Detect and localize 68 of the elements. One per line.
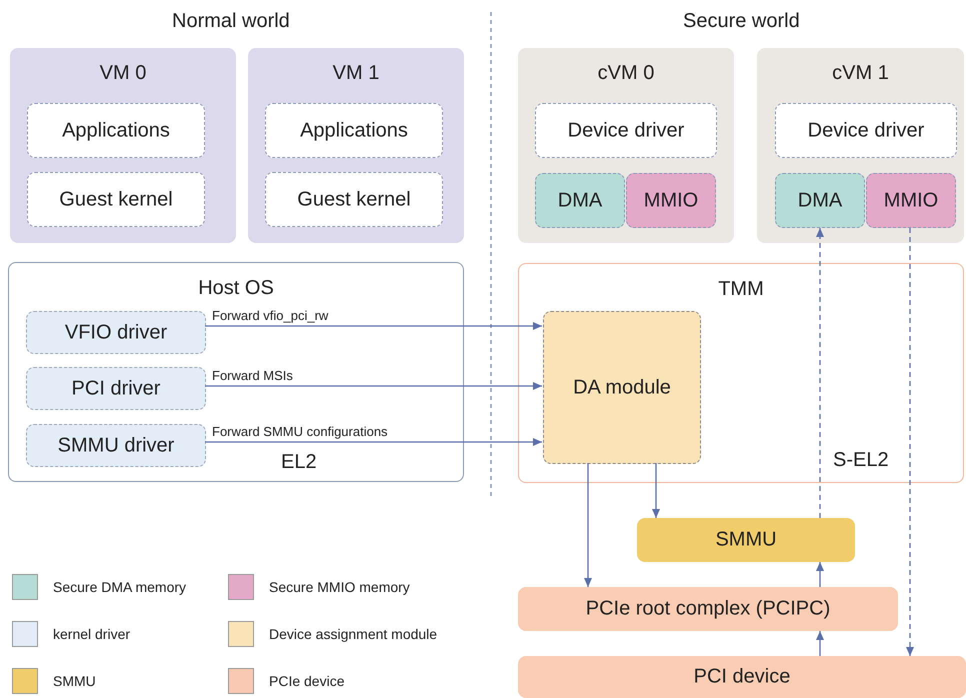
vm-panel (10, 48, 236, 243)
driver-box (26, 311, 206, 354)
panel-title: Host OS (197, 277, 275, 300)
box-label: Guest kernel (58, 188, 174, 211)
smmu-bar (637, 518, 855, 562)
legend-label: PCIe device (269, 673, 344, 689)
edge-label: Forward SMMU configurations (211, 424, 389, 439)
host-os-panel (8, 262, 464, 482)
software-box (27, 172, 205, 227)
box-label: Applications (61, 119, 171, 142)
box-label: PCI driver (70, 377, 162, 400)
software-box (265, 172, 443, 227)
legend-label: Secure DMA memory (53, 579, 186, 595)
edge-label: Forward vfio_pci_rw (211, 308, 330, 323)
box-label: PCIe root complex (PCIPC) (584, 598, 832, 620)
box-label: Device driver (806, 119, 926, 142)
arrow (584, 463, 592, 587)
box-label: SMMU driver (56, 434, 176, 457)
panel-title: cVM 0 (596, 62, 656, 85)
arrow (205, 438, 542, 446)
legend-label: SMMU (53, 673, 96, 689)
arrow (816, 562, 824, 587)
tmm-panel (518, 263, 964, 483)
box-label: SMMU (714, 528, 778, 552)
cvm-panel (757, 48, 964, 243)
panel-title: VM 0 (98, 62, 148, 85)
box-label: MMIO (882, 189, 940, 212)
arrow (906, 228, 914, 656)
edge-label: Forward MSIs (211, 368, 294, 383)
memory-box (535, 173, 625, 228)
software-box (27, 103, 205, 158)
arrow (816, 631, 824, 656)
cvm-panel (518, 48, 734, 243)
panel-title: cVM 1 (831, 62, 890, 85)
level-label: EL2 (281, 451, 317, 474)
memory-box (626, 173, 716, 228)
vm-panel (248, 48, 464, 243)
world-heading: Secure world (683, 10, 800, 33)
box-label: Device driver (566, 119, 686, 142)
module-box (543, 311, 701, 464)
box-label: Applications (299, 119, 409, 142)
panel-title: TMM (717, 278, 765, 301)
box-label: DMA (796, 189, 844, 212)
arrow (205, 382, 542, 390)
memory-box (866, 173, 956, 228)
box-label: MMIO (642, 189, 700, 212)
driver-box (26, 367, 206, 410)
arrow (816, 228, 824, 518)
box-label: PCI device (692, 666, 792, 688)
software-box (265, 103, 443, 158)
legend-label: kernel driver (53, 626, 130, 642)
arrow (205, 322, 542, 330)
panel-title: VM 1 (332, 62, 380, 85)
software-box (775, 103, 957, 158)
memory-box (775, 173, 865, 228)
box-label: Guest kernel (296, 188, 412, 211)
arrow (652, 463, 660, 518)
software-box (535, 103, 717, 158)
driver-box (26, 424, 206, 467)
legend-label: Device assignment module (269, 626, 438, 642)
legend-label: Secure MMIO memory (269, 579, 410, 595)
box-label: DA module (572, 376, 672, 399)
pcie-bar (518, 656, 966, 698)
world-heading: Normal world (172, 10, 290, 33)
level-label: S-EL2 (833, 449, 889, 472)
pcie-bar (518, 587, 898, 631)
box-label: DMA (556, 189, 604, 212)
box-label: VFIO driver (64, 321, 168, 344)
